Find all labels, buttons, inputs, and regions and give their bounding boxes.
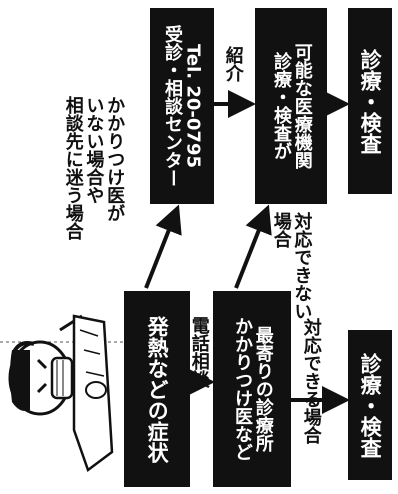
exam-left-label: 診療・検査: [358, 352, 383, 458]
no-doctor-label-wrap: かかりつけ医が いない場合や 相談先に迷う場合: [62, 96, 126, 240]
consultation-center-box: 受診・相談センター Tel. 20-0795: [150, 8, 214, 204]
referral-label: 紹介: [222, 46, 244, 82]
cannot-handle-label-wrap: 対応できない 場合: [270, 212, 313, 320]
referral-label-wrap: 紹介: [222, 46, 244, 86]
symptom-label: 発熱などの症状: [145, 315, 170, 463]
exam-box-right: 診療・検査: [348, 8, 392, 194]
consultation-center-phone: Tel. 20-0795: [182, 44, 204, 168]
family-doctor-line-1: かかりつけ医など: [232, 317, 253, 461]
consultation-center-name: 受診・相談センター: [162, 25, 183, 187]
exam-box-left: 診療・検査: [348, 330, 392, 480]
no-doctor-line-3: 相談先に迷う場合: [62, 96, 84, 240]
cannot-handle-line-1: 対応できない: [291, 212, 313, 320]
cannot-handle-line-2: 場合: [270, 212, 292, 248]
medical-institution-box: 診療・検査が 可能な医療機関: [255, 8, 327, 204]
exam-right-label: 診療・検査: [358, 48, 383, 154]
family-doctor-box: かかりつけ医など 最寄りの診療所: [213, 291, 291, 487]
symptom-box: 発熱などの症状: [124, 291, 190, 487]
phone-consult-label: 電話相談: [188, 316, 210, 388]
no-doctor-line-1: かかりつけ医が: [104, 96, 126, 222]
no-doctor-line-2: いない場合や: [83, 96, 105, 204]
medical-institution-line-1: 診療・検査が: [271, 52, 292, 160]
medical-institution-line-2: 可能な医療機関: [291, 43, 313, 169]
family-doctor-line-2: 最寄りの診療所: [252, 326, 274, 452]
can-handle-label-wrap: 対応できる場合: [300, 318, 322, 448]
can-handle-label: 対応できる場合: [300, 318, 322, 444]
phone-consult-label-wrap: 電話相談: [188, 316, 210, 392]
